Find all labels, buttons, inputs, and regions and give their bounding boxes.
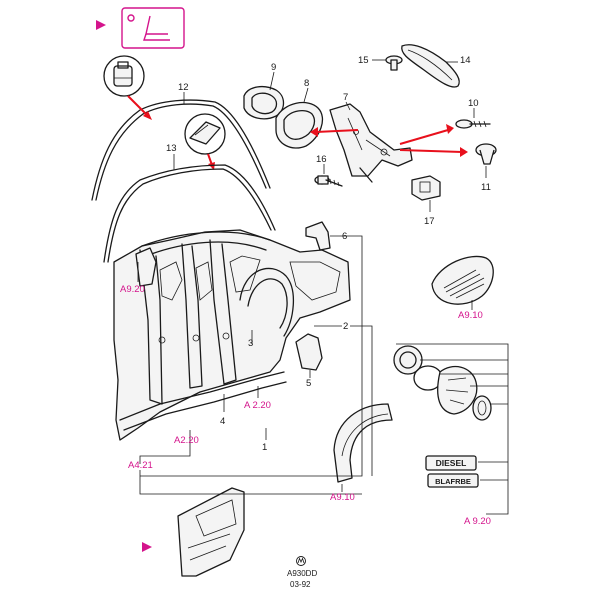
bolt-16 bbox=[314, 175, 343, 187]
latch-17 bbox=[411, 175, 441, 201]
ref-a9-20-left: A9.20 bbox=[120, 284, 145, 295]
footer-mark: A930DD 03-92 bbox=[287, 556, 317, 589]
callout-1: 1 bbox=[262, 442, 267, 453]
callout-6: 6 bbox=[342, 231, 347, 242]
door-trim-panel bbox=[142, 487, 245, 577]
ref-a4-21: A4.21 bbox=[128, 460, 153, 471]
body-side-assembly bbox=[113, 229, 351, 441]
trim-strip-14 bbox=[401, 44, 460, 88]
callout-12: 12 bbox=[178, 82, 189, 93]
drip-moulding-13 bbox=[103, 164, 276, 263]
callout-13: 13 bbox=[166, 143, 177, 154]
ref-a9-10-right: A9.10 bbox=[458, 310, 483, 321]
wheel-arch-liner bbox=[333, 403, 393, 483]
screw-10 bbox=[455, 119, 491, 129]
callout-2: 2 bbox=[343, 321, 348, 332]
ref-a9-10-wheel: A9.10 bbox=[330, 492, 355, 503]
seat-reference-box bbox=[96, 7, 185, 49]
red-arrows bbox=[310, 124, 468, 157]
diesel-badge-text: DIESEL bbox=[436, 458, 467, 468]
reference-labels: A9.20 A 2.20 A2.20 A4.21 A9.10 A9.10 A 9… bbox=[120, 284, 491, 527]
ref-a2-20-low: A2.20 bbox=[174, 435, 199, 446]
manufacturer-logo-icon bbox=[296, 556, 306, 566]
seat-icon-frame bbox=[121, 7, 185, 49]
triangle-marker-icon bbox=[96, 20, 106, 30]
leader-lines bbox=[137, 59, 509, 515]
fuel-filler-group bbox=[393, 345, 492, 421]
callout-3: 3 bbox=[248, 338, 253, 349]
callout-labels: 12 13 9 8 7 15 14 10 11 16 17 6 2 3 5 4 … bbox=[166, 55, 491, 453]
callout-14: 14 bbox=[460, 55, 471, 66]
panel-5 bbox=[295, 333, 323, 371]
callout-16: 16 bbox=[316, 154, 327, 165]
callout-9: 9 bbox=[271, 62, 276, 73]
callout-15: 15 bbox=[358, 55, 369, 66]
vent-grille bbox=[431, 255, 494, 305]
callout-4: 4 bbox=[220, 416, 225, 427]
clip-inset-detail bbox=[103, 55, 145, 97]
footer-code: A930DD bbox=[287, 569, 317, 578]
badges: DIESEL BLAFRBE bbox=[425, 455, 479, 488]
second-badge-text: BLAFRBE bbox=[435, 477, 471, 486]
callout-7: 7 bbox=[343, 92, 348, 103]
bracket-near-6 bbox=[305, 221, 331, 251]
drip-moulding-12 bbox=[91, 95, 271, 201]
callout-17: 17 bbox=[424, 216, 435, 227]
callout-11: 11 bbox=[481, 182, 491, 193]
grommet-8 bbox=[275, 101, 323, 149]
footer-date: 03-92 bbox=[290, 580, 311, 589]
callout-8: 8 bbox=[304, 78, 309, 89]
clip-inset-detail-2 bbox=[184, 113, 226, 155]
seat-icon bbox=[127, 14, 170, 41]
clip-11 bbox=[475, 143, 497, 165]
ref-a9-20-bottom: A 9.20 bbox=[464, 516, 491, 527]
screw-15 bbox=[385, 55, 403, 71]
mounting-bracket-7 bbox=[329, 103, 413, 183]
ref-a2-20-mid: A 2.20 bbox=[244, 400, 271, 411]
callout-10: 10 bbox=[468, 98, 479, 109]
callout-5: 5 bbox=[306, 378, 311, 389]
reinforcement-left bbox=[135, 247, 157, 287]
grommet-9 bbox=[243, 85, 285, 120]
triangle-marker-icon bbox=[142, 542, 152, 552]
